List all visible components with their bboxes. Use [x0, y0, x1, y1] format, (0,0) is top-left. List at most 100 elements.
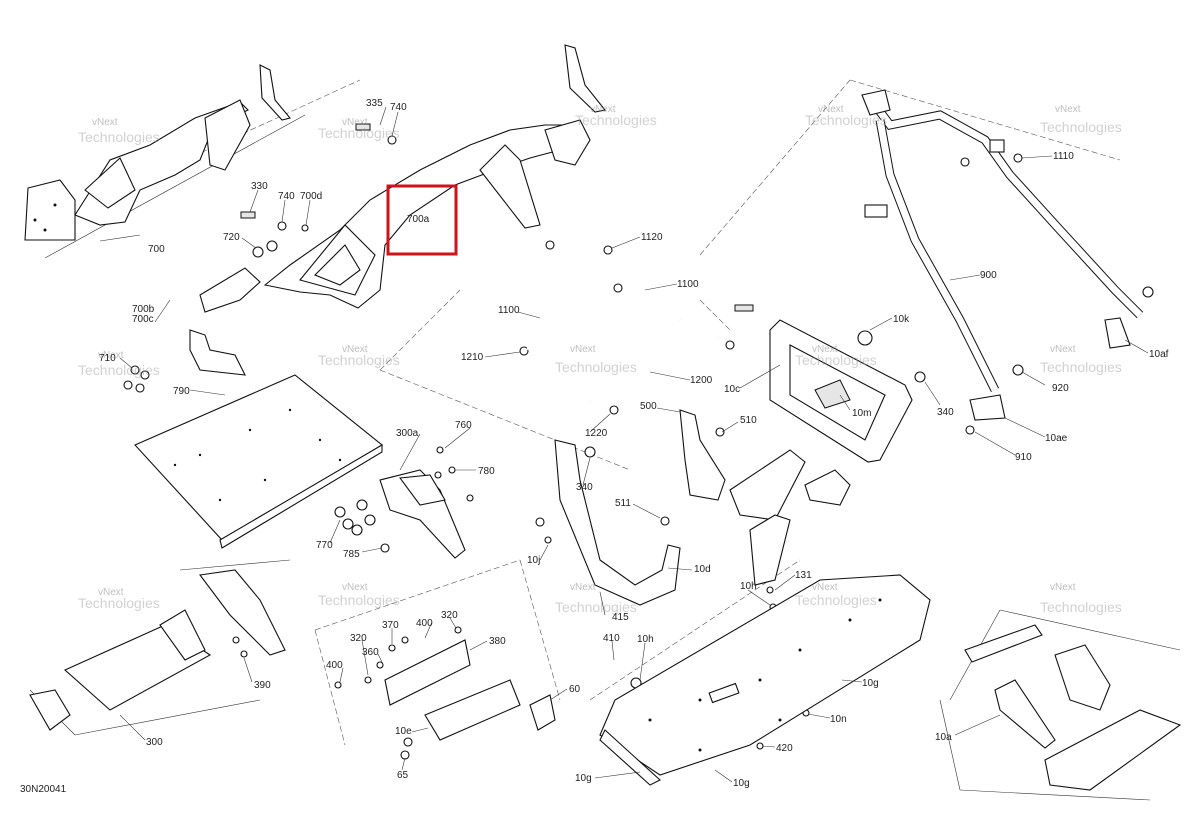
watermark-text: Technologies [795, 352, 877, 368]
watermark-layer: vNext Technologies vNext Technologies vN… [78, 104, 1122, 615]
callout-label: 760 [455, 420, 472, 431]
callout-label: 700 [148, 244, 165, 255]
watermark-text: vNext [570, 344, 596, 355]
callout-label: 740 [278, 191, 295, 202]
callout-label: 10ae [1045, 433, 1068, 444]
floor-pan [599, 574, 931, 786]
callout-label: 10k [893, 314, 910, 325]
plate-300 [29, 569, 286, 731]
bracket-300a [379, 469, 466, 559]
callout-label: 10g [862, 678, 879, 689]
crossbar-700 [24, 64, 291, 241]
callout-label: 320 [350, 633, 367, 644]
watermark-text: vNext [590, 104, 616, 115]
callout-label: 700d [300, 191, 322, 202]
callout-label: 1210 [461, 352, 484, 363]
callout-label: 340 [937, 407, 954, 418]
callout-label: 10g [575, 773, 592, 784]
callout-label: 1100 [677, 279, 699, 290]
watermark-text: Technologies [78, 129, 160, 145]
watermark-text: vNext [570, 582, 596, 593]
callout-label: 10c [724, 384, 740, 395]
callout-label: 335 [366, 98, 383, 109]
callout-label: 10g [733, 778, 750, 789]
watermark-text: vNext [1055, 104, 1081, 115]
callout-label: 10a [935, 732, 952, 743]
callout-label: 10h [740, 581, 757, 592]
callout-label: 790 [173, 386, 190, 397]
callout-label: 10d [694, 564, 711, 575]
panel-380 [384, 639, 556, 741]
callout-label: 410 [603, 633, 620, 644]
watermark-text: Technologies [795, 592, 877, 608]
callout-label: 510 [740, 415, 757, 426]
callout-label: 390 [254, 680, 271, 691]
callout-label: 65 [397, 770, 409, 781]
callout-label: 60 [569, 684, 581, 695]
watermark-text: vNext [812, 344, 838, 355]
skid-plate-790 [134, 374, 383, 549]
callout-label: 415 [612, 612, 629, 623]
callout-label: 420 [776, 743, 793, 754]
watermark-text: vNext [342, 582, 368, 593]
watermark-text: Technologies [555, 359, 637, 375]
callout-label: 900 [980, 270, 997, 281]
callout-labels: 335 740 330 740 700d 720 700a 700 700b 7… [99, 98, 1169, 789]
tie-rods [526, 249, 719, 404]
watermark-text: Technologies [1040, 359, 1122, 375]
callout-label: 910 [1015, 452, 1032, 463]
callout-label: 1220 [585, 428, 608, 439]
fasteners [123, 123, 1154, 760]
callout-label: 400 [326, 660, 343, 671]
callout-label: 700a [407, 214, 430, 225]
callout-label: 10j [527, 555, 540, 566]
callout-label: 785 [343, 549, 360, 560]
watermark-text: Technologies [805, 112, 887, 128]
watermark-text: vNext [98, 350, 124, 361]
bracket-500 [679, 409, 851, 586]
callout-label: 10n [830, 714, 847, 725]
diagram-code: 30N20041 [20, 784, 67, 795]
callout-label: 320 [441, 610, 458, 621]
callout-label: 1120 [641, 232, 663, 243]
watermark-text: vNext [342, 117, 368, 128]
callout-label: 300 [146, 737, 163, 748]
detail-10a [964, 624, 1182, 791]
callout-label: 10e [395, 726, 412, 737]
callout-label: 370 [382, 620, 399, 631]
watermark-text: Technologies [1040, 599, 1122, 615]
watermark-text: Technologies [318, 352, 400, 368]
callout-label: 10m [852, 408, 871, 419]
watermark-text: Technologies [78, 595, 160, 611]
leader-lines [99, 106, 1149, 783]
callout-label: 720 [223, 232, 240, 243]
callout-label: 131 [795, 570, 812, 581]
callout-label: 1200 [690, 375, 713, 386]
watermark-text: vNext [812, 582, 838, 593]
watermark-text: Technologies [318, 125, 400, 141]
watermark-text: Technologies [1040, 119, 1122, 135]
watermark-text: Technologies [575, 112, 657, 128]
callout-label: 380 [489, 636, 506, 647]
watermark-text: vNext [92, 117, 118, 128]
callout-label: 10h [637, 634, 654, 645]
callout-label: 300a [396, 428, 419, 439]
callout-label: 920 [1052, 383, 1069, 394]
callout-label: 511 [615, 498, 631, 509]
watermark-text: vNext [342, 344, 368, 355]
callout-label: 330 [251, 181, 268, 192]
callout-label: 1100 [498, 305, 520, 316]
watermark-text: vNext [98, 587, 124, 598]
watermark-text: vNext [1050, 344, 1076, 355]
crossbar-main [189, 44, 606, 376]
watermark-text: vNext [1050, 582, 1076, 593]
callout-label: 700c [132, 314, 154, 325]
watermark-text: Technologies [555, 599, 637, 615]
callout-label: 700b [132, 304, 155, 315]
callout-label: 400 [416, 618, 433, 629]
callout-label: 780 [478, 466, 495, 477]
callout-label: 10af [1149, 349, 1169, 360]
front-bulkhead-10c [769, 319, 913, 463]
